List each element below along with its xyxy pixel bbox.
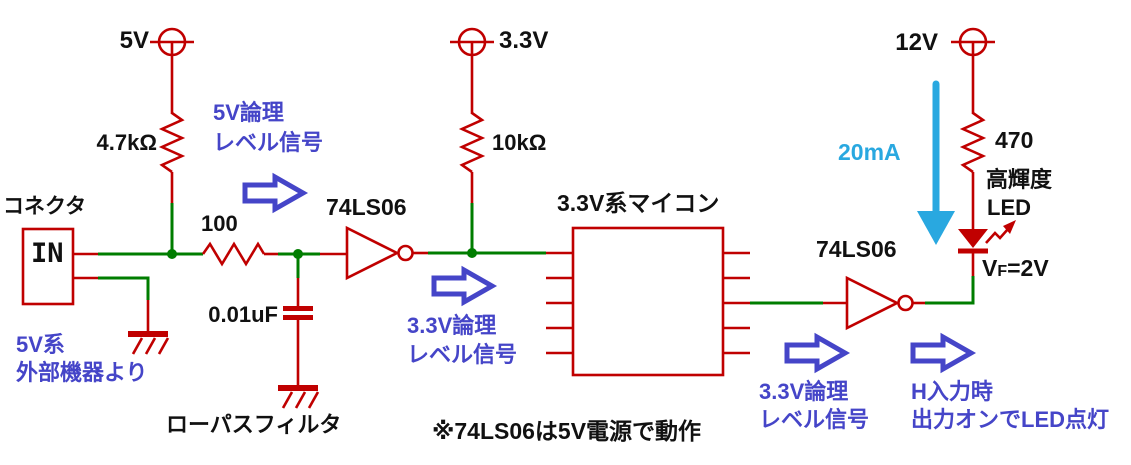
wire <box>925 276 975 305</box>
current-arrow-icon <box>917 80 955 245</box>
signal-arrow-icon <box>910 332 977 374</box>
resistor-100-icon <box>201 241 278 267</box>
label-led-line1: 高輝度 <box>986 167 1053 192</box>
ground-icon <box>278 385 320 409</box>
power-symbol-12v <box>951 27 995 114</box>
vf-value: =2V <box>1007 255 1049 281</box>
vf-symbol: V <box>982 255 998 281</box>
annotation-output-line1: H入力時 <box>911 379 993 404</box>
annotation-33v-signal-a-line2: レベル信号 <box>407 342 518 367</box>
label-mcu: 3.3V系マイコン <box>557 190 720 216</box>
label-lowpass: ローパスフィルタ <box>166 412 342 437</box>
junction-dot <box>467 248 477 258</box>
label-note: ※74LS06は5V電源で動作 <box>432 418 702 444</box>
vf-subscript: F <box>997 263 1008 280</box>
power-symbol-3.3v <box>450 27 494 114</box>
label-inverter2: 74LS06 <box>816 236 897 262</box>
annotation-5v-signal-line2: レベル信号 <box>213 130 324 155</box>
ground-icon <box>128 331 170 355</box>
label-connector: コネクタ <box>3 195 87 218</box>
label-vf: VF=2V <box>982 255 1049 281</box>
power-symbol-5v <box>150 27 194 114</box>
signal-arrow-icon <box>431 265 498 307</box>
label-led-line2: LED <box>987 195 1031 220</box>
signal-arrow-icon <box>242 172 309 214</box>
resistor-4.7k-icon <box>158 111 186 203</box>
inverter1-icon <box>345 225 414 281</box>
label-connector-pin: IN <box>31 238 64 269</box>
label-r1: 4.7kΩ <box>96 130 157 155</box>
label-5v: 5V <box>119 27 149 54</box>
resistor-10k-icon <box>458 111 486 203</box>
junction-dot <box>293 249 303 259</box>
inverter2-icon <box>845 275 914 331</box>
annotation-output-line2: 出力オンでLED点灯 <box>911 407 1110 432</box>
label-r4: 470 <box>995 127 1034 153</box>
signal-arrow-icon <box>784 332 851 374</box>
label-12v: 12V <box>895 29 938 56</box>
mcu-box <box>546 226 750 377</box>
annotation-5v-signal-line1: 5V論理 <box>213 100 284 125</box>
annotation-33v-signal-b-line1: 3.3V論理 <box>759 379 849 404</box>
led-icon <box>958 220 1016 254</box>
annotation-33v-signal-b-line2: レベル信号 <box>759 407 870 432</box>
wire <box>98 276 150 300</box>
connector-box <box>21 227 98 306</box>
annotation-source-line2: 外部機器より <box>16 360 148 385</box>
resistor-470-icon <box>959 111 987 174</box>
annotation-33v-signal-a-line1: 3.3V論理 <box>407 313 497 338</box>
label-current: 20mA <box>838 139 901 165</box>
label-c1: 0.01uF <box>208 302 278 327</box>
label-inverter1: 74LS06 <box>326 194 407 220</box>
annotation-source-line1: 5V系 <box>16 332 65 357</box>
capacitor-icon <box>283 278 313 386</box>
label-r2: 100 <box>201 211 238 236</box>
label-r3: 10kΩ <box>492 130 547 155</box>
label-3.3v: 3.3V <box>499 27 549 54</box>
junction-dot <box>167 249 177 259</box>
